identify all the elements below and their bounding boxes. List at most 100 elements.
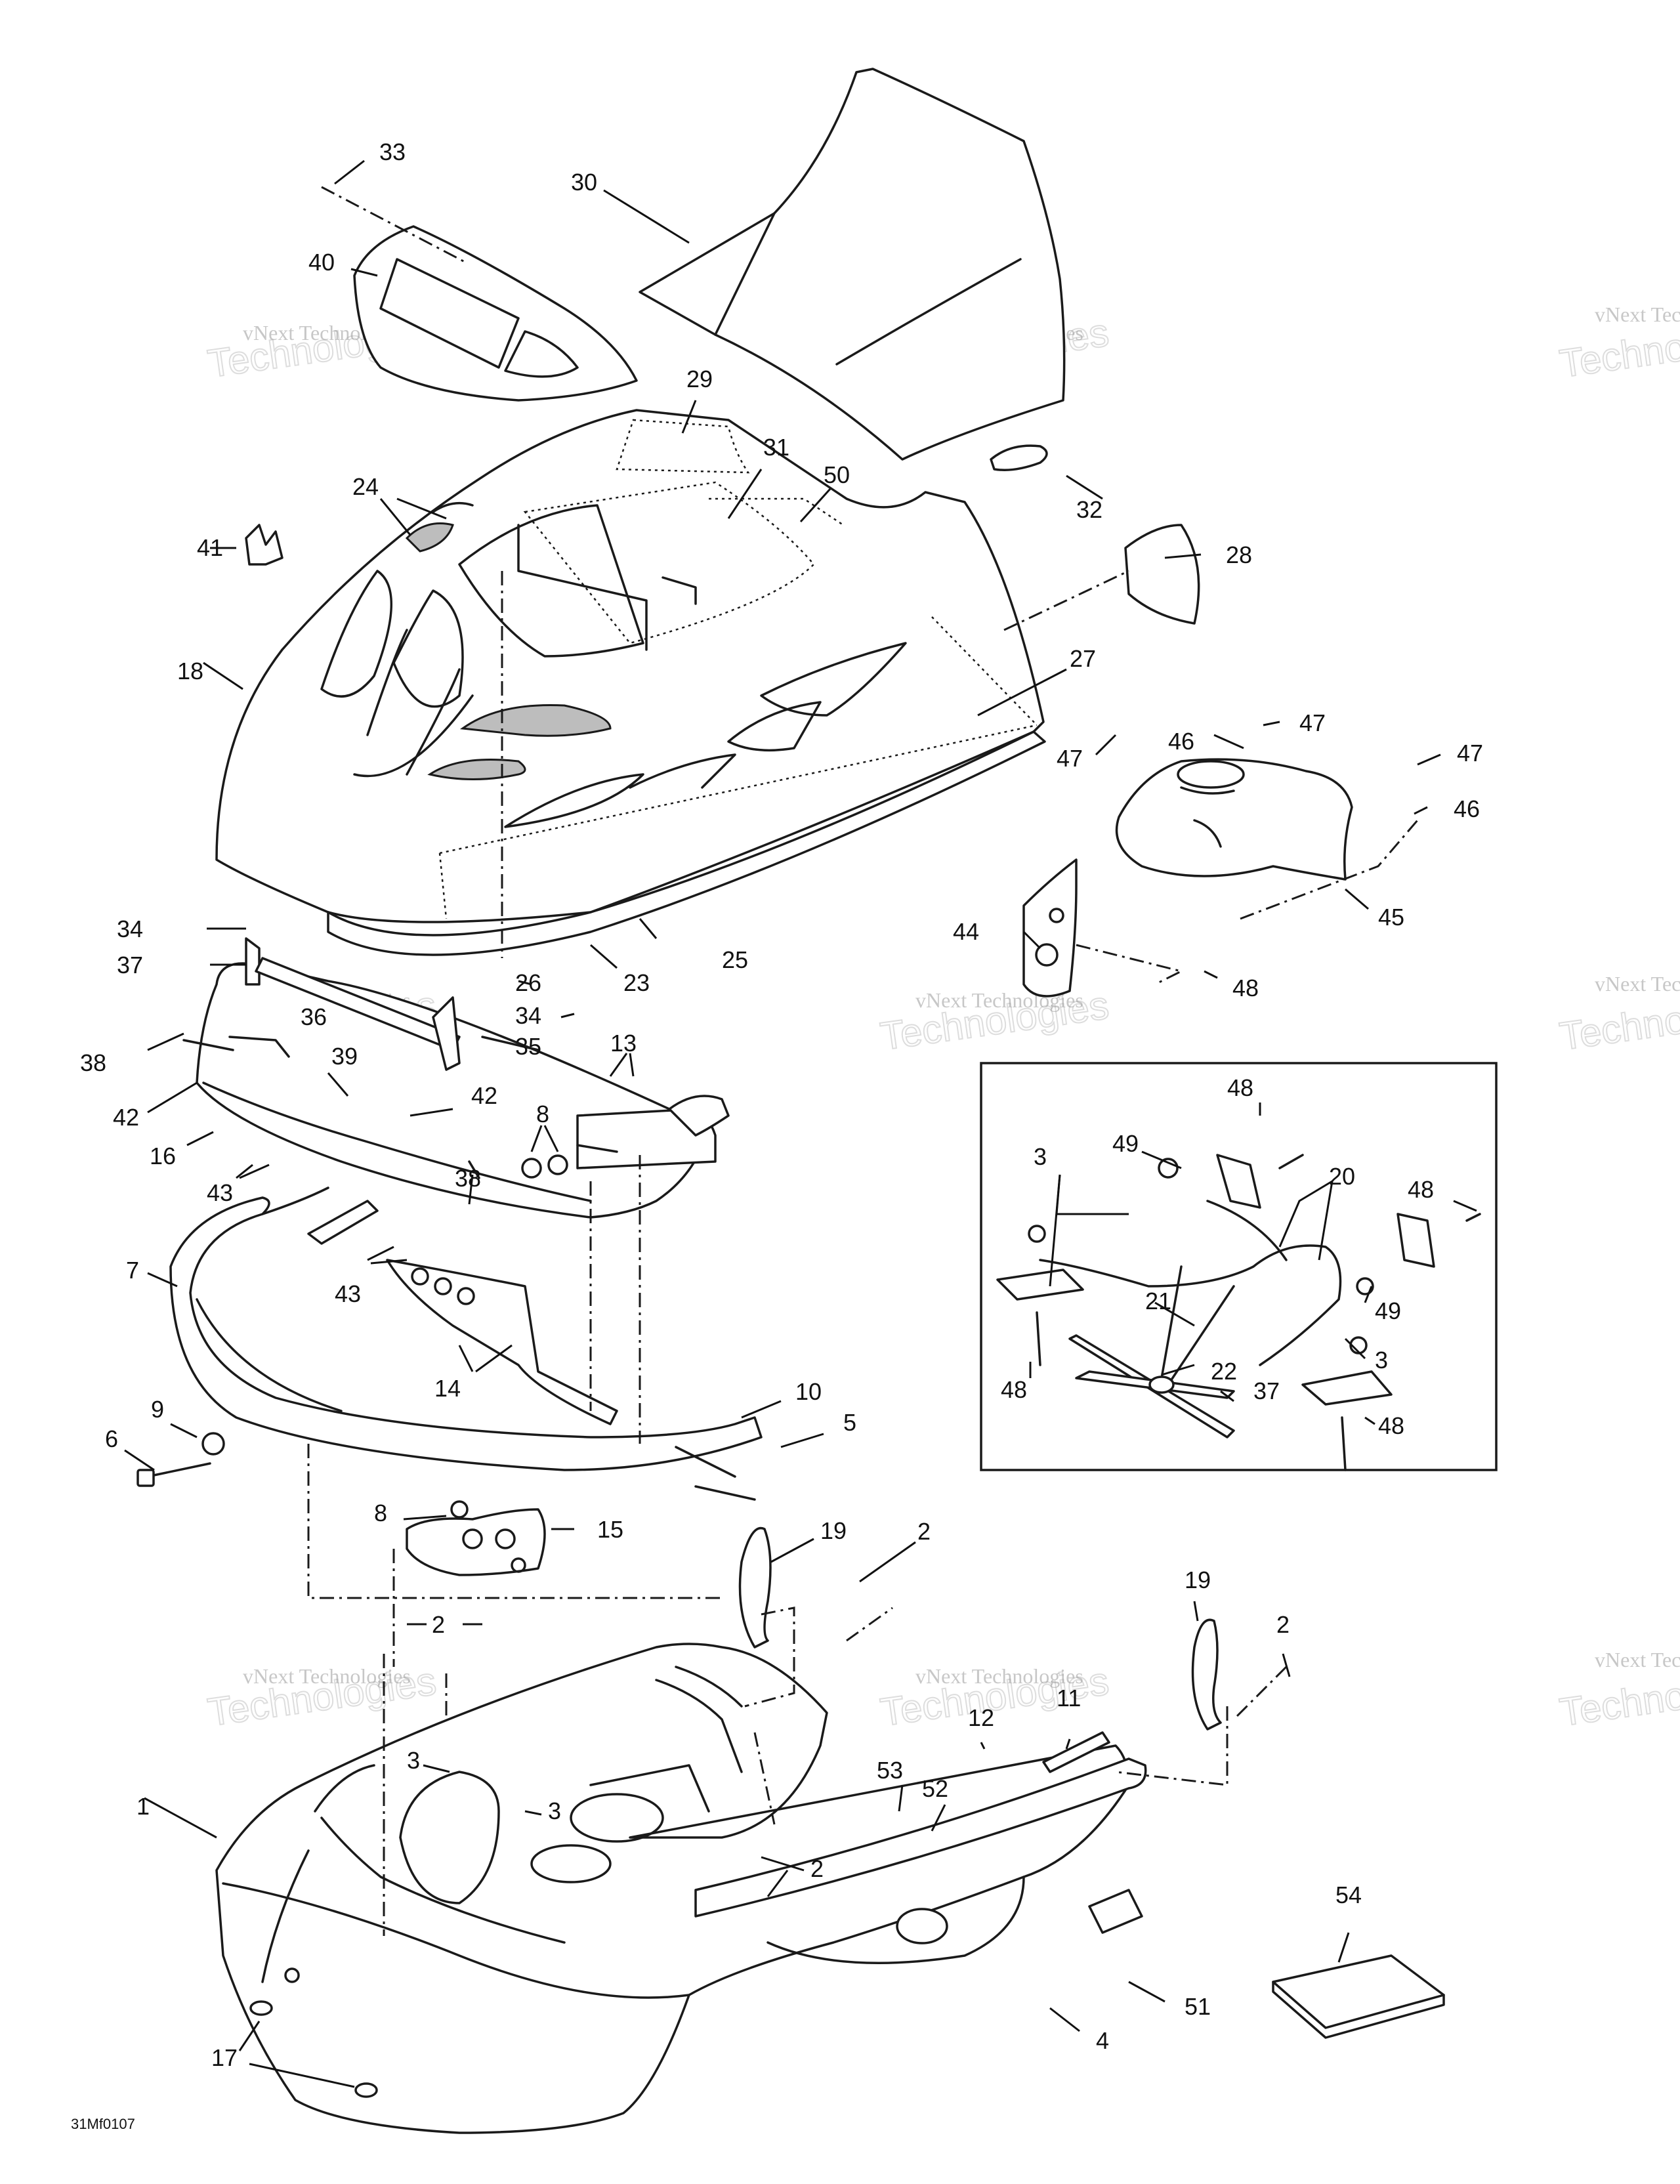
side-panel-insert — [1124, 524, 1200, 625]
side-bracket-right — [1191, 1618, 1222, 1731]
callout-9: 9 — [151, 1396, 164, 1423]
callout-43: 43 — [335, 1280, 361, 1307]
callout-38: 38 — [80, 1049, 106, 1076]
callout-2: 2 — [810, 1855, 824, 1882]
manual-booklet — [1272, 1954, 1445, 2039]
callout-54: 54 — [1335, 1881, 1362, 1908]
watermark-text: vNext Technologies — [1595, 303, 1680, 326]
intake-bracket — [1022, 858, 1078, 998]
callout-28: 28 — [1226, 541, 1252, 568]
callout-33: 33 — [379, 138, 406, 165]
callout-2: 2 — [917, 1518, 931, 1545]
belly-pan — [215, 1643, 1143, 2134]
callout-7: 7 — [126, 1257, 139, 1284]
air-intake-cover — [1115, 758, 1353, 881]
callout-2: 2 — [1276, 1611, 1290, 1638]
inset-callout-48: 48 — [1378, 1412, 1404, 1439]
callout-23: 23 — [623, 969, 650, 996]
callout-34: 34 — [117, 915, 143, 942]
callout-37: 37 — [117, 952, 143, 978]
watermark-text: vNext Technologies — [915, 1664, 1083, 1688]
callout-34: 34 — [515, 1002, 541, 1029]
inset-callout-48: 48 — [1227, 1074, 1253, 1101]
inset-callout-3: 3 — [1375, 1347, 1388, 1374]
callout-41: 41 — [197, 534, 223, 561]
callout-15: 15 — [597, 1516, 623, 1543]
callout-17: 17 — [211, 2044, 238, 2071]
callout-labels: 33 30 40 29 31 50 24 32 41 28 18 27 47 4… — [80, 138, 1483, 2071]
callout-8: 8 — [374, 1500, 387, 1526]
callout-3: 3 — [407, 1747, 420, 1774]
leader-lines — [124, 159, 1477, 2088]
callout-26: 26 — [515, 969, 541, 996]
callout-46: 46 — [1168, 728, 1194, 755]
watermark-text: vNext Technologies — [1595, 972, 1680, 996]
callout-30: 30 — [571, 169, 597, 196]
callout-4: 4 — [1096, 2027, 1109, 2054]
callout-27: 27 — [1070, 645, 1096, 672]
watermark-text: vNext Technologies — [1595, 1648, 1680, 1671]
callout-42: 42 — [113, 1104, 139, 1131]
callout-16: 16 — [150, 1143, 176, 1169]
callout-19: 19 — [820, 1517, 847, 1544]
callout-46: 46 — [1454, 795, 1480, 822]
callout-18: 18 — [177, 658, 203, 684]
detail-inset — [980, 1062, 1498, 1471]
hood-hinge — [245, 937, 461, 1071]
callout-47: 47 — [1057, 745, 1083, 772]
callout-24: 24 — [352, 473, 379, 500]
callout-31: 31 — [763, 434, 789, 461]
callout-48: 48 — [1232, 975, 1259, 1001]
callout-5: 5 — [843, 1409, 856, 1436]
callout-8: 8 — [536, 1101, 549, 1127]
fasteners-mid — [136, 1036, 756, 1519]
reflector-plate — [1042, 1731, 1110, 1773]
inset-callout-48: 48 — [1408, 1176, 1434, 1203]
assembly-lines — [307, 186, 1419, 1936]
bumper-reinforcement — [307, 1200, 618, 1425]
hood — [215, 409, 1046, 956]
callout-10: 10 — [795, 1378, 822, 1405]
inset-callout-49: 49 — [1375, 1297, 1401, 1324]
bumper-rail — [169, 1186, 763, 1471]
callout-42: 42 — [471, 1082, 497, 1109]
latch-bracket — [576, 1095, 730, 1169]
inset-callout-49: 49 — [1112, 1130, 1139, 1157]
callout-14: 14 — [434, 1375, 461, 1402]
callout-47: 47 — [1457, 740, 1483, 766]
callout-12: 12 — [968, 1704, 994, 1731]
watermark-text: vNext Technologies — [243, 1664, 411, 1688]
callout-11: 11 — [1057, 1685, 1081, 1712]
diagram-code: 31Mf0107 — [71, 2116, 135, 2132]
callout-44: 44 — [953, 918, 979, 945]
inset-callout-22: 22 — [1211, 1358, 1237, 1385]
callout-32: 32 — [1076, 496, 1102, 523]
callout-52: 52 — [922, 1775, 948, 1802]
callout-19: 19 — [1185, 1566, 1211, 1593]
console-cover — [353, 225, 638, 402]
inset-callout-21: 21 — [1145, 1288, 1171, 1314]
callout-45: 45 — [1378, 904, 1404, 931]
side-bracket-left — [738, 1526, 772, 1648]
callout-35: 35 — [515, 1033, 541, 1060]
callout-50: 50 — [824, 461, 850, 488]
callout-40: 40 — [308, 249, 335, 276]
callout-13: 13 — [610, 1030, 637, 1057]
callout-43: 43 — [207, 1179, 233, 1206]
callout-1: 1 — [136, 1793, 150, 1820]
callout-51: 51 — [1185, 1993, 1211, 2020]
callout-2: 2 — [432, 1611, 445, 1638]
callout-39: 39 — [331, 1043, 358, 1070]
callout-3: 3 — [548, 1797, 561, 1824]
inset-callout-37: 37 — [1253, 1377, 1280, 1404]
grab-handle — [990, 444, 1048, 471]
windshield — [639, 68, 1066, 461]
callout-6: 6 — [105, 1425, 118, 1452]
rear-bumper-strip — [694, 1757, 1147, 1918]
callout-25: 25 — [722, 946, 748, 973]
inset-callout-3: 3 — [1034, 1143, 1047, 1170]
callout-36: 36 — [301, 1003, 327, 1030]
callout-29: 29 — [686, 366, 713, 392]
mounting-clip — [245, 524, 284, 566]
